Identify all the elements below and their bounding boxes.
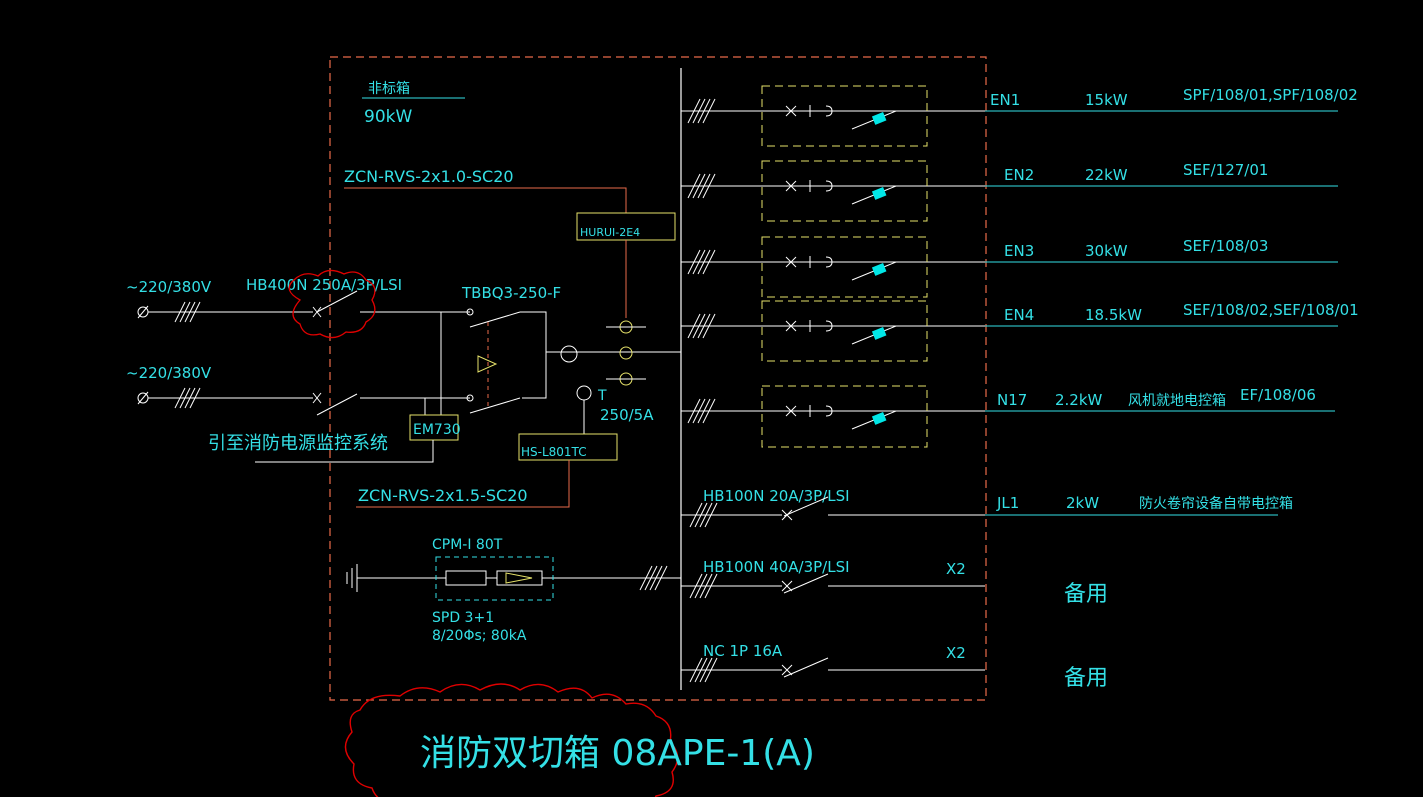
spd-element-1 — [445, 570, 487, 586]
spd-rating: 8/20Φs; 80kA — [432, 628, 527, 644]
circuit-row: NC 1P 16A X2 备用 — [681, 642, 1108, 691]
circuit-power: 30kW — [1085, 242, 1128, 260]
ats-symbol — [466, 308, 681, 414]
input2-terminal-icon — [137, 391, 149, 405]
revision-cloud-breaker — [288, 269, 376, 339]
monitoring-note: 引至消防电源监控系统 — [208, 433, 388, 454]
circuit-row: EN3 30kW SEF/108/03 — [681, 236, 1338, 298]
top-cable-wire — [344, 187, 627, 213]
circuit-id: EN2 — [1004, 166, 1034, 184]
bottom-cable-label: ZCN-RVS-2x1.5-SC20 — [358, 486, 528, 505]
input2-breaker-symbol — [312, 392, 470, 416]
drawing-title: 消防双切箱 08APE-1(A) — [420, 733, 815, 774]
input1-hatch-icon — [174, 301, 201, 323]
input2-hatch-icon — [174, 387, 201, 409]
circuit-id: EN3 — [1004, 242, 1034, 260]
circuit-desc: 备用 — [1064, 582, 1108, 607]
circuit-desc: 备用 — [1064, 666, 1108, 691]
busbar-ct-icon — [560, 345, 578, 363]
breaker-label: HB100N 20A/3P/LSI — [703, 487, 850, 505]
spd-element-2 — [496, 570, 543, 586]
circuit-power: 2kW — [1066, 494, 1099, 512]
trip-indicator-icon — [871, 112, 887, 125]
revision-cloud-title — [344, 683, 679, 797]
circuit-row: N17 2.2kW 风机就地电控箱 EF/108/06 — [681, 385, 1335, 448]
spd-model: CPM-I 80T — [432, 537, 503, 553]
distribution-box-border — [329, 56, 987, 701]
breaker-symbol — [681, 573, 985, 594]
spd-type: SPD 3+1 — [432, 610, 494, 626]
circuit-id: N17 — [997, 391, 1027, 409]
circuit-target: SEF/127/01 — [1183, 161, 1268, 179]
ct-label: T — [597, 388, 607, 404]
input1-terminal-icon — [137, 305, 149, 319]
breaker-dashed-box — [761, 85, 928, 147]
main-breaker-label: HB400N 250A/3P/LSI — [246, 276, 402, 294]
spd-hatch-icon — [639, 565, 668, 591]
breaker-symbol — [681, 496, 985, 521]
meter-ct-icon — [576, 385, 592, 401]
circuit-target: SEF/108/02,SEF/108/01 — [1183, 301, 1359, 319]
top-cable-label: ZCN-RVS-2x1.0-SC20 — [344, 167, 514, 186]
breaker-label: NC 1P 16A — [703, 642, 783, 660]
circuit-row: HB100N 40A/3P/LSI X2 备用 — [681, 558, 1108, 607]
monitor-module-label: HURUI-2E4 — [580, 226, 640, 239]
circuit-id: EN4 — [1004, 306, 1034, 324]
em-links — [424, 312, 442, 415]
circuit-id: X2 — [946, 560, 966, 578]
circuit-row: EN1 15kW SPF/108/01,SPF/108/02 — [681, 85, 1358, 147]
circuit-target: SPF/108/01,SPF/108/02 — [1183, 86, 1358, 104]
circuit-row: EN4 18.5kW SEF/108/02,SEF/108/01 — [681, 300, 1359, 362]
circuit-desc: 风机就地电控箱 — [1128, 393, 1226, 409]
spd-arrow-icon — [505, 572, 533, 584]
circuit-row: EN2 22kW SEF/127/01 — [681, 160, 1338, 222]
circuit-target: SEF/108/03 — [1183, 237, 1268, 255]
meter-label: HS-L801TC — [521, 445, 587, 459]
circuit-id: JL1 — [996, 494, 1019, 512]
breaker-dashed-box — [761, 385, 928, 448]
circuit-id: X2 — [946, 644, 966, 662]
ct-ratio: 250/5A — [600, 406, 654, 424]
trip-indicator-icon — [871, 412, 887, 425]
breaker-dashed-box — [761, 236, 928, 298]
hatch-icon — [687, 98, 716, 124]
sensor-coil-icons — [606, 320, 646, 386]
trip-indicator-icon — [871, 187, 887, 200]
trip-indicator-icon — [871, 263, 887, 276]
circuit-power: 15kW — [1085, 91, 1128, 109]
circuit-row: HB100N 20A/3P/LSI JL1 2kW 防火卷帘设备自带电控箱 — [681, 487, 1293, 528]
box-capacity: 90kW — [364, 107, 412, 127]
em-module-label: EM730 — [413, 422, 461, 438]
em-module-box — [409, 414, 459, 441]
spd-dashed-box — [435, 556, 554, 601]
circuit-power: 18.5kW — [1085, 306, 1142, 324]
main-breaker-symbol — [312, 290, 470, 318]
breaker-symbol — [681, 657, 985, 678]
circuit-power: 2.2kW — [1055, 391, 1103, 409]
monitoring-wire — [255, 440, 434, 463]
bottom-cable-wire — [356, 460, 570, 508]
hatch-icon — [687, 173, 716, 199]
breaker-dashed-box — [761, 300, 928, 362]
ground-icon — [346, 564, 358, 592]
circuit-power: 22kW — [1085, 166, 1128, 184]
trip-indicator-icon — [871, 327, 887, 340]
meter-box — [518, 433, 618, 461]
hatch-icon — [687, 313, 716, 339]
breaker-label: HB100N 40A/3P/LSI — [703, 558, 850, 576]
breaker-dashed-box — [761, 160, 928, 222]
input2-voltage: ~220/380V — [126, 364, 212, 382]
input1-voltage: ~220/380V — [126, 278, 212, 296]
rcbo-symbol — [785, 256, 897, 281]
box-type-label: 非标箱 — [368, 81, 410, 97]
circuit-desc: 防火卷帘设备自带电控箱 — [1139, 495, 1293, 512]
circuit-target: EF/108/06 — [1240, 386, 1316, 404]
ats-label: TBBQ3-250-F — [461, 284, 561, 302]
hatch-icon — [687, 398, 716, 424]
circuit-id: EN1 — [990, 91, 1020, 109]
hatch-icon — [687, 249, 716, 275]
